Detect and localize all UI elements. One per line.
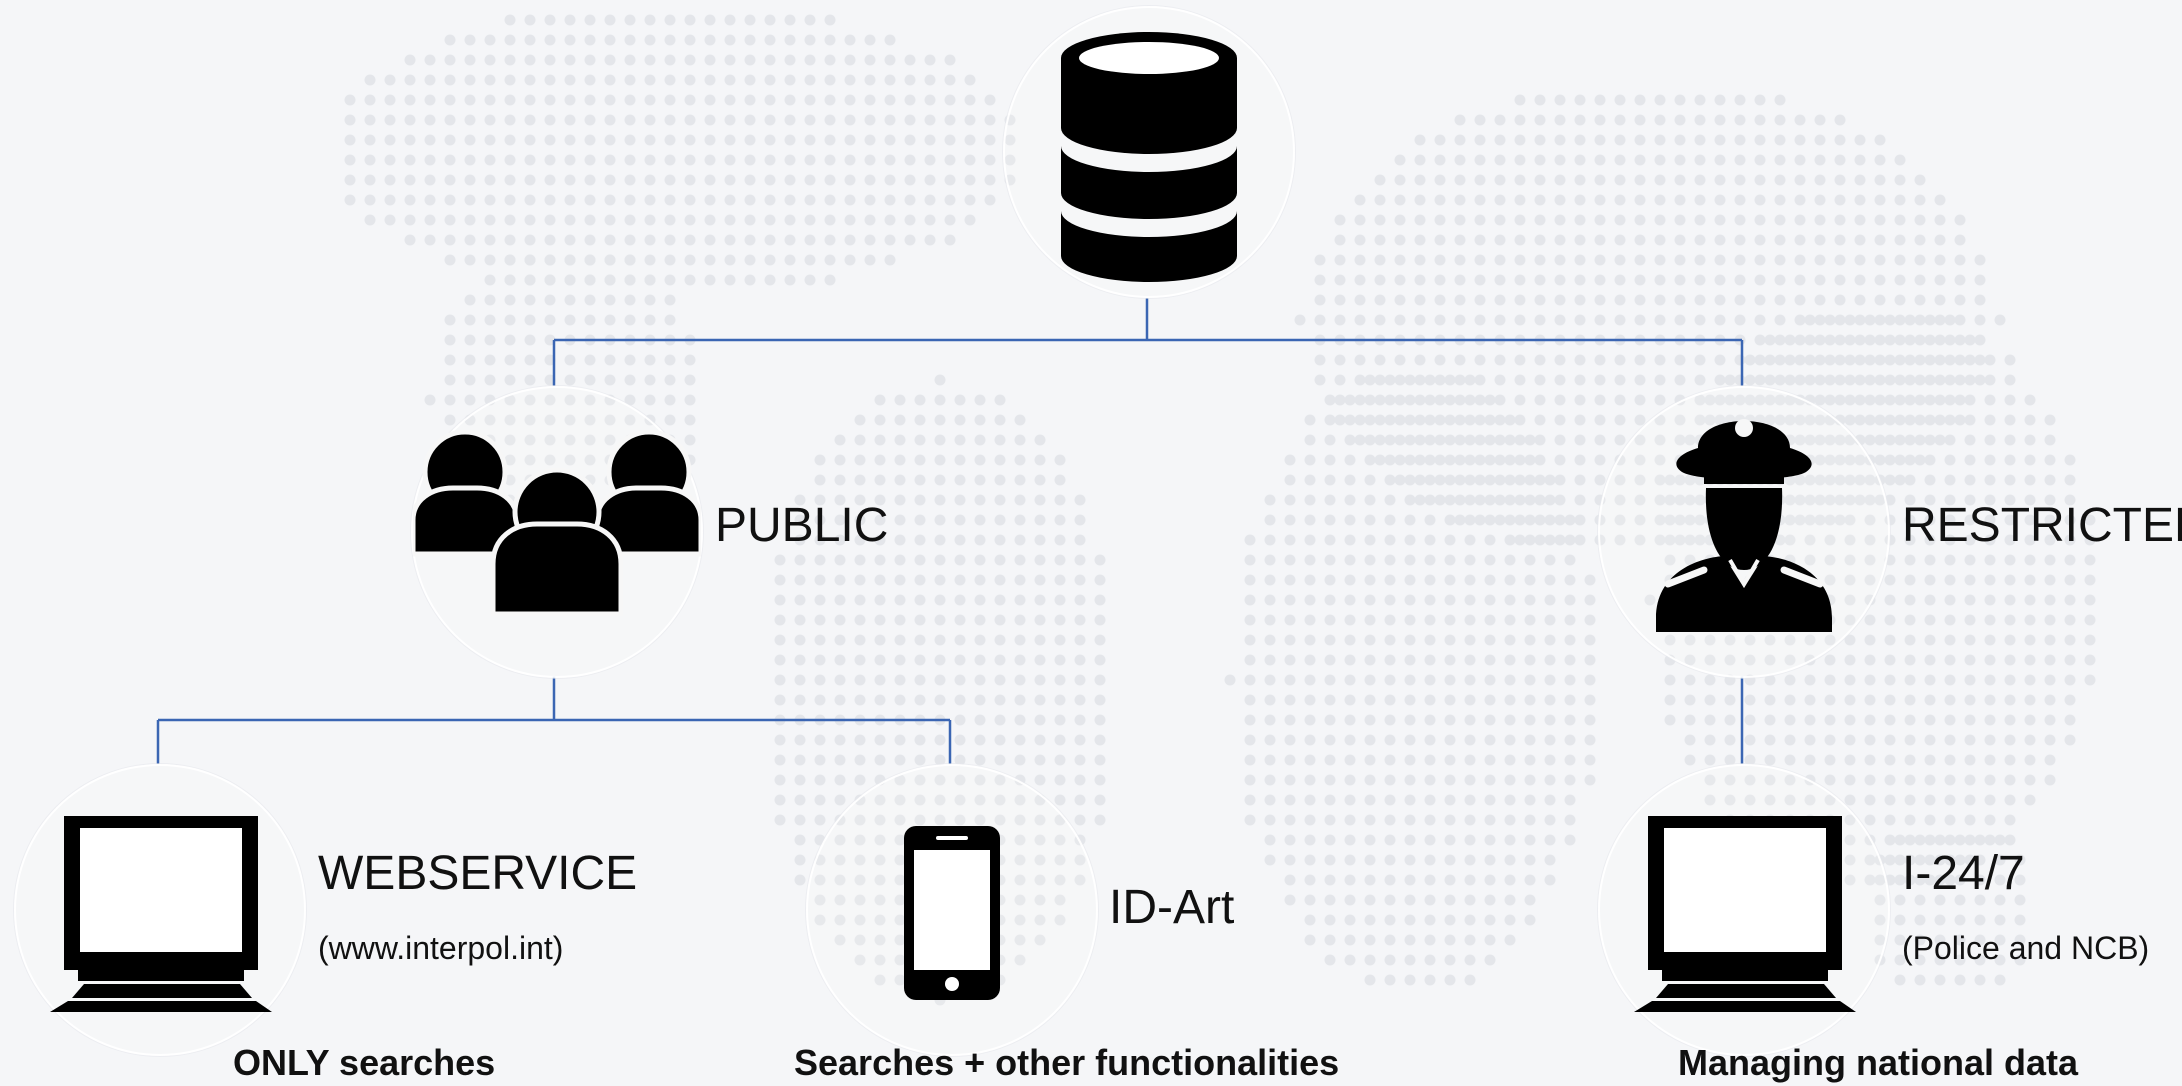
public-node: [411, 386, 703, 678]
restricted-label: RESTRICTED: [1902, 499, 2182, 552]
webservice-node: [14, 764, 306, 1056]
idart-label: ID-Art: [1109, 881, 1235, 934]
webservice-sublabel: (www.interpol.int): [318, 930, 564, 966]
restricted-node: [1598, 386, 1890, 678]
database-icon: [1061, 32, 1237, 282]
webservice-label: WEBSERVICE: [318, 847, 638, 900]
i247-caption: Managing national data: [1678, 1042, 2079, 1083]
people-group-icon: [413, 429, 701, 617]
police-officer-icon: [1656, 419, 1832, 632]
idart-caption: Searches + other functionalities: [794, 1042, 1340, 1083]
i247-node: [1598, 764, 1890, 1056]
desktop-computer-icon: [50, 816, 272, 1012]
webservice-caption: ONLY searches: [233, 1042, 496, 1083]
public-label: PUBLIC: [715, 499, 889, 552]
database-node: [1003, 6, 1295, 298]
i247-label: I-24/7: [1902, 847, 2025, 900]
i247-sublabel: (Police and NCB): [1902, 930, 2150, 966]
idart-node: [806, 764, 1098, 1056]
desktop-computer-icon: [1634, 816, 1856, 1012]
smartphone-icon: [904, 826, 1000, 1000]
